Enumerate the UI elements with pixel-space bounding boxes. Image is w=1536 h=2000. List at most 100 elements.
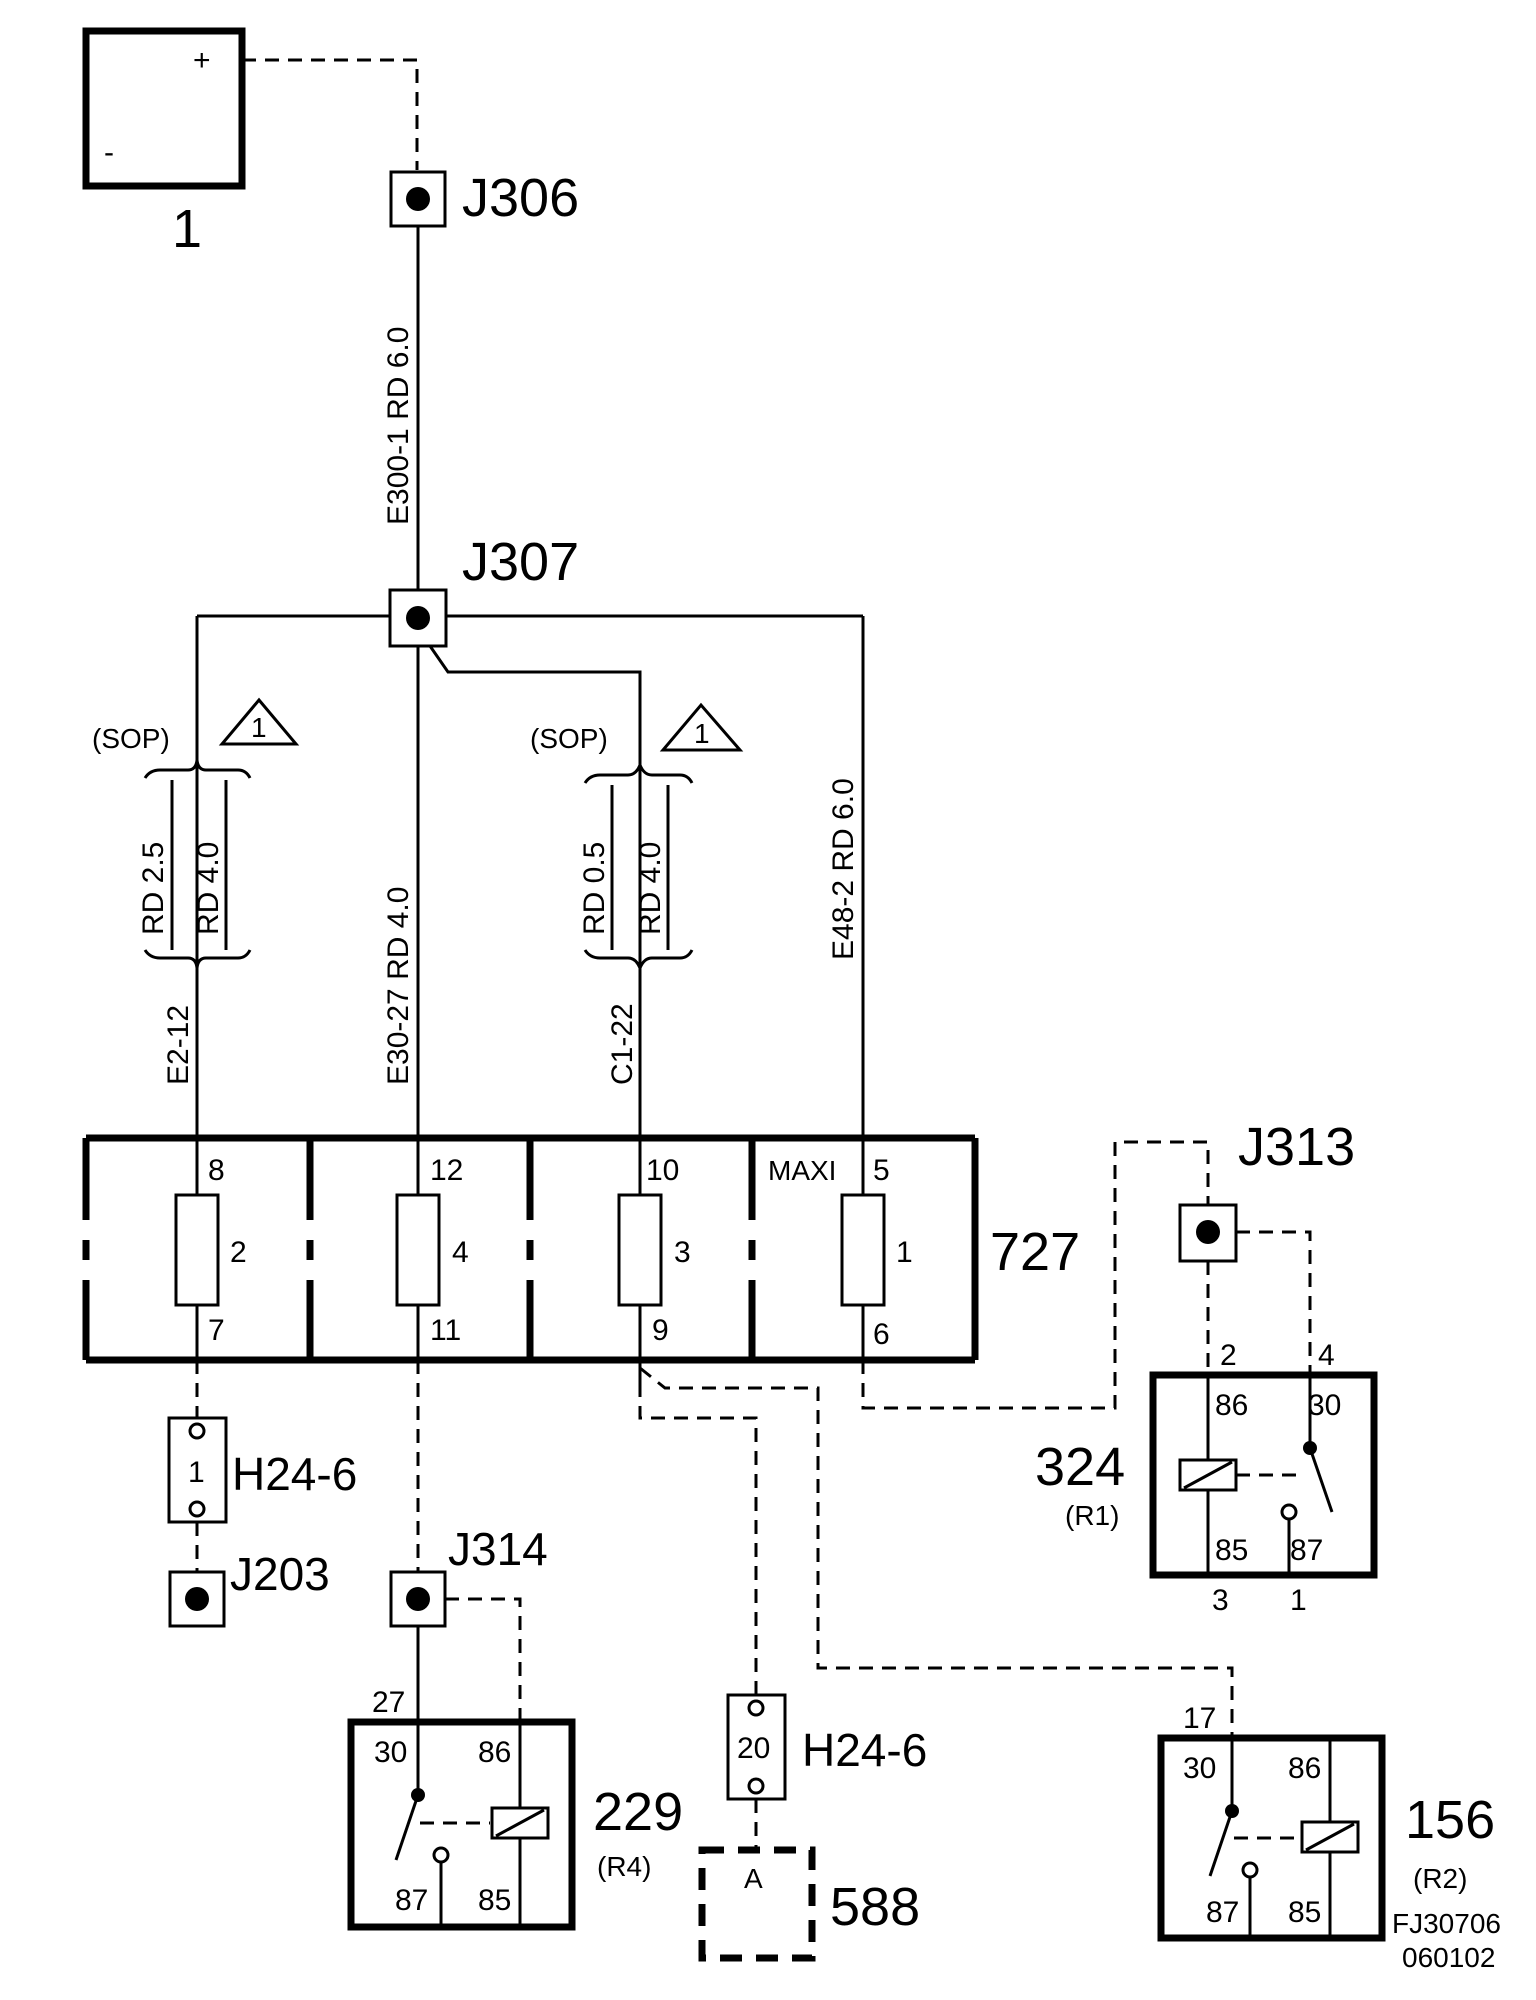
wire-fuse1-j313: [861, 1140, 1210, 1410]
h24-left-label: H24-6: [232, 1448, 357, 1500]
wire-j313-324-30: [1236, 1230, 1312, 1375]
fuse4-pin-bottom: 11: [430, 1314, 461, 1347]
wire-f3-b-label: RD 4.0: [634, 842, 667, 935]
fuse4-pin-top: 12: [430, 1154, 463, 1187]
r229-pin30: 30: [374, 1736, 407, 1769]
wire-f3-a-label: RD 0.5: [578, 842, 611, 935]
r324-ext2: 2: [1220, 1339, 1237, 1372]
r156-label: 156: [1405, 1790, 1495, 1850]
junction-j313: J313: [1178, 1117, 1355, 1263]
j313-dot: [1196, 1220, 1220, 1244]
fuse4-number: 4: [452, 1236, 469, 1269]
wire-battery-j306: [242, 58, 419, 170]
r324-ext1: 1: [1290, 1584, 1307, 1617]
battery-label: 1: [172, 199, 202, 259]
r156-pin30: 30: [1183, 1752, 1216, 1785]
brace-bottom-left: [143, 949, 252, 969]
wire-fuse3-156: [639, 1366, 1234, 1738]
j203-label: J203: [230, 1548, 330, 1600]
c588-box: [698, 1846, 816, 1962]
fuse3-pin-bottom: 9: [652, 1314, 669, 1347]
h24-left-pin: 1: [188, 1456, 205, 1489]
r156-contact87: [1241, 1861, 1259, 1879]
fusebox-label: 727: [990, 1222, 1080, 1282]
fuse2-number: 2: [230, 1236, 247, 1269]
c588-label: 588: [830, 1877, 920, 1937]
r156-pin87: 87: [1206, 1896, 1239, 1929]
relay-324: 86 30 85 87 3 1 324 (R1): [1035, 1371, 1378, 1617]
fuse2-pin-top: 8: [208, 1154, 225, 1187]
component-588: A 588: [698, 1846, 920, 1962]
relay-156: 30 86 87 85 156 (R2): [1157, 1734, 1495, 1942]
fuse1-pin-top: 5: [873, 1154, 890, 1187]
wire-f3-id-label: C1-22: [606, 1003, 639, 1085]
h24-left-pin-top: [188, 1422, 206, 1440]
r229-pin85: 85: [478, 1884, 511, 1917]
r324-switch-arm: [1308, 1447, 1334, 1513]
sop-left: (SOP): [92, 723, 170, 754]
r156-ext17: 17: [1183, 1702, 1216, 1735]
r156-pin86: 86: [1288, 1752, 1321, 1785]
c588-pin: A: [744, 1863, 763, 1894]
wire-f2-a-label: RD 2.5: [137, 842, 170, 935]
sop-mid: (SOP): [530, 723, 608, 754]
r324-pin87: 87: [1290, 1534, 1323, 1567]
battery-box: [82, 27, 246, 190]
h24-mid-pin: 20: [737, 1732, 770, 1765]
fuse2-pin-bottom: 7: [208, 1314, 225, 1347]
footer-date: 060102: [1402, 1942, 1495, 1973]
battery: + - 1: [82, 27, 246, 259]
r156-switch-arm: [1208, 1810, 1234, 1877]
wire-f1-label: E48-2 RD 6.0: [827, 778, 860, 960]
r324-sub: (R1): [1065, 1500, 1119, 1531]
fuse4-element: [395, 1193, 441, 1307]
fuse3-pin-top: 10: [646, 1154, 679, 1187]
wire-f2-id-label: E2-12: [162, 1005, 195, 1085]
junction-j307: J307: [388, 532, 579, 648]
note-triangle-mid: [659, 702, 744, 752]
note-triangle-left: [218, 697, 300, 746]
relay-229: 30 86 87 85 229 (R4): [347, 1718, 683, 1931]
connector-h24-6-left: 1 H24-6: [167, 1416, 357, 1524]
j306-label: J306: [462, 168, 579, 228]
brace-bottom-mid: [583, 949, 694, 973]
r156-pin85: 85: [1288, 1896, 1321, 1929]
r156-box: [1157, 1734, 1386, 1942]
fuse1-number: 1: [896, 1236, 913, 1269]
h24-mid-pin-bottom: [747, 1777, 765, 1795]
r324-pin85: 85: [1215, 1534, 1248, 1567]
r229-coil-slash: [495, 1808, 545, 1838]
r229-contact87: [432, 1846, 450, 1864]
fuse2-element: [174, 1193, 220, 1307]
fusebox-727: 727 8 7 2 12 11 4 10 9 3 MAXI 5 6 1: [82, 1134, 1080, 1364]
r156-coil-slash: [1305, 1822, 1355, 1852]
h24-mid-pin-top: [747, 1699, 765, 1717]
r229-pin87: 87: [395, 1884, 428, 1917]
branch-fuse3: [428, 645, 642, 775]
fuse3-element: [617, 1193, 663, 1307]
r229-label: 229: [593, 1782, 683, 1842]
r324-pin86: 86: [1215, 1389, 1248, 1422]
r324-ext3: 3: [1212, 1584, 1229, 1617]
h24-mid-label: H24-6: [802, 1724, 927, 1776]
r229-switch-arm: [394, 1794, 420, 1861]
wire-e300-1-label: E300-1 RD 6.0: [382, 327, 415, 525]
r229-box: [347, 1718, 576, 1931]
junction-j203: J203: [168, 1548, 330, 1628]
r324-coil-slash: [1183, 1460, 1233, 1490]
h24-left-pin-bottom: [188, 1500, 206, 1518]
junction-j314: J314: [389, 1523, 548, 1628]
note-mid-num: 1: [694, 718, 710, 749]
r156-sub: (R2): [1413, 1863, 1467, 1894]
fuse1-element: [840, 1193, 886, 1307]
junction-j306: J306: [389, 168, 579, 228]
j314-dot: [406, 1587, 430, 1611]
r324-label: 324: [1035, 1437, 1125, 1497]
wire-fuse3-588: [638, 1383, 758, 1695]
r229-pin86: 86: [478, 1736, 511, 1769]
brace-top-left: [143, 759, 252, 779]
wire-f4-label: E30-27 RD 4.0: [382, 887, 415, 1085]
r324-ext4: 4: [1318, 1339, 1335, 1372]
fuse3-number: 3: [674, 1236, 691, 1269]
